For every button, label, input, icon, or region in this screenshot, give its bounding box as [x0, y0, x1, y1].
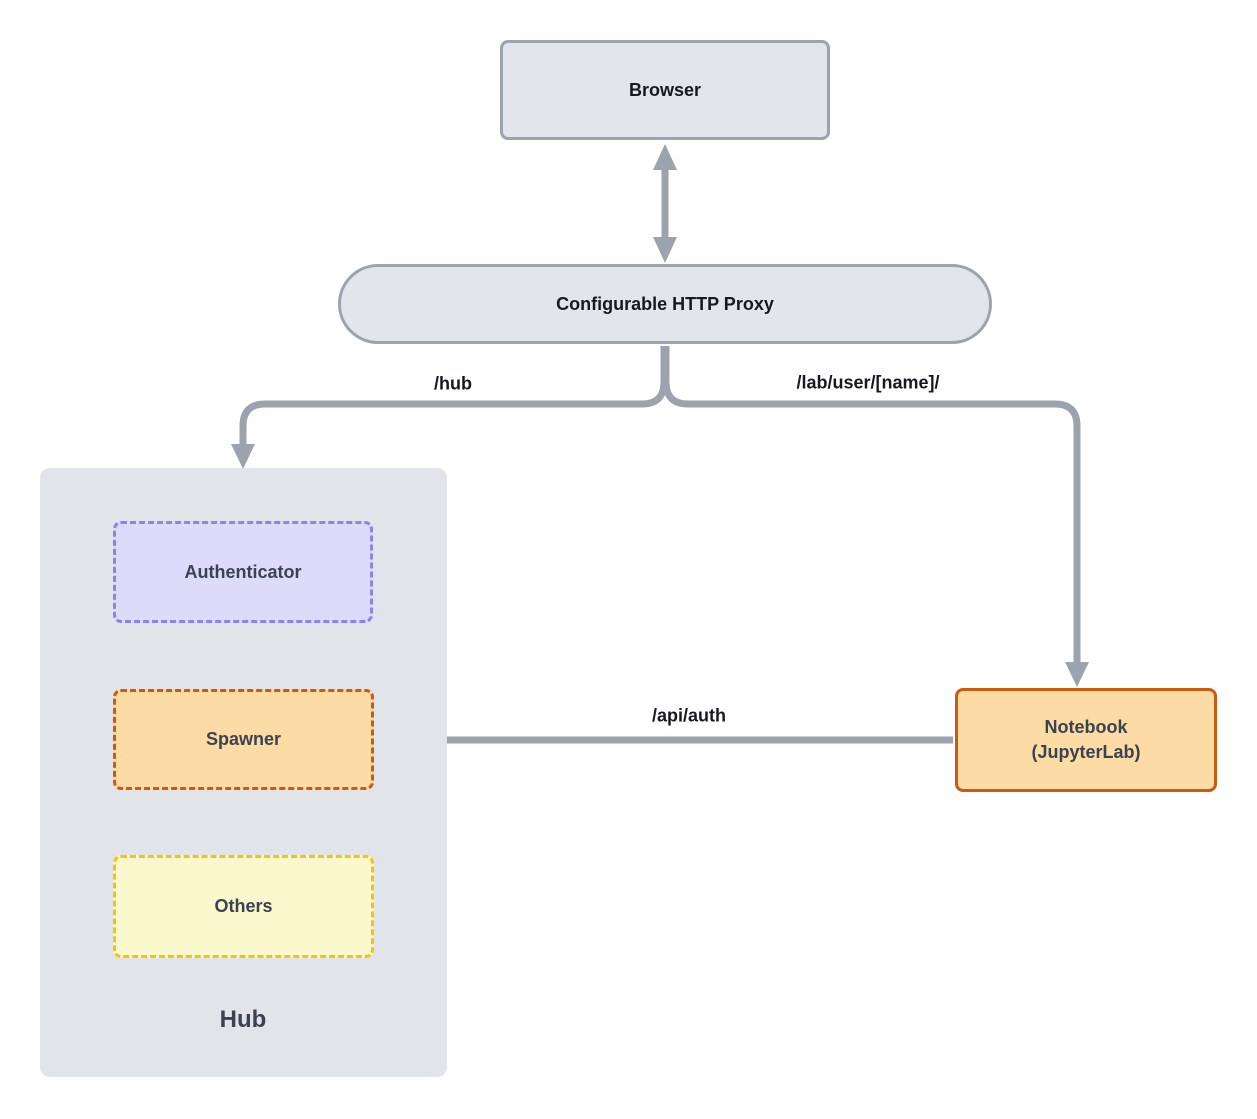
edge-label-api-auth-path: /api/auth: [651, 705, 727, 726]
proxy-notebook-edge: [662, 346, 1089, 687]
browser-proxy-arrow: [653, 144, 677, 263]
arrowhead-down-icon: [653, 237, 677, 263]
authenticator-node-label: Authenticator: [184, 561, 302, 582]
spawner-node: Spawner: [113, 689, 374, 790]
arrowhead-down-icon: [1065, 662, 1089, 687]
configurable-http-proxy-node: Configurable HTTP Proxy: [338, 264, 992, 344]
hub-container-label: Hub: [219, 1006, 267, 1033]
notebook-spawner-edge: [378, 728, 953, 752]
browser-node-label: Browser: [628, 79, 702, 100]
proxy-notebook-line: [662, 346, 1081, 664]
browser-node: Browser: [500, 40, 830, 140]
notebook-jupyterlab-node: Notebook (JupyterLab): [955, 688, 1217, 792]
proxy-hub-line: [239, 346, 668, 446]
others-node: Others: [113, 855, 374, 958]
authenticator-node: Authenticator: [113, 521, 373, 623]
configurable-http-proxy-label: Configurable HTTP Proxy: [556, 293, 774, 314]
others-node-label: Others: [214, 896, 273, 916]
edge-label-lab-user-path: /lab/user/[name]/: [796, 372, 940, 393]
proxy-hub-edge: [231, 346, 668, 469]
arrowhead-up-icon: [653, 144, 677, 170]
notebook-node-label-line2: (JupyterLab): [1031, 742, 1141, 762]
spawner-node-label: Spawner: [205, 729, 282, 749]
edge-label-hub-path: /hub: [434, 373, 472, 394]
arrowhead-down-icon: [231, 444, 255, 469]
notebook-node-label-line1: Notebook: [1044, 716, 1128, 737]
